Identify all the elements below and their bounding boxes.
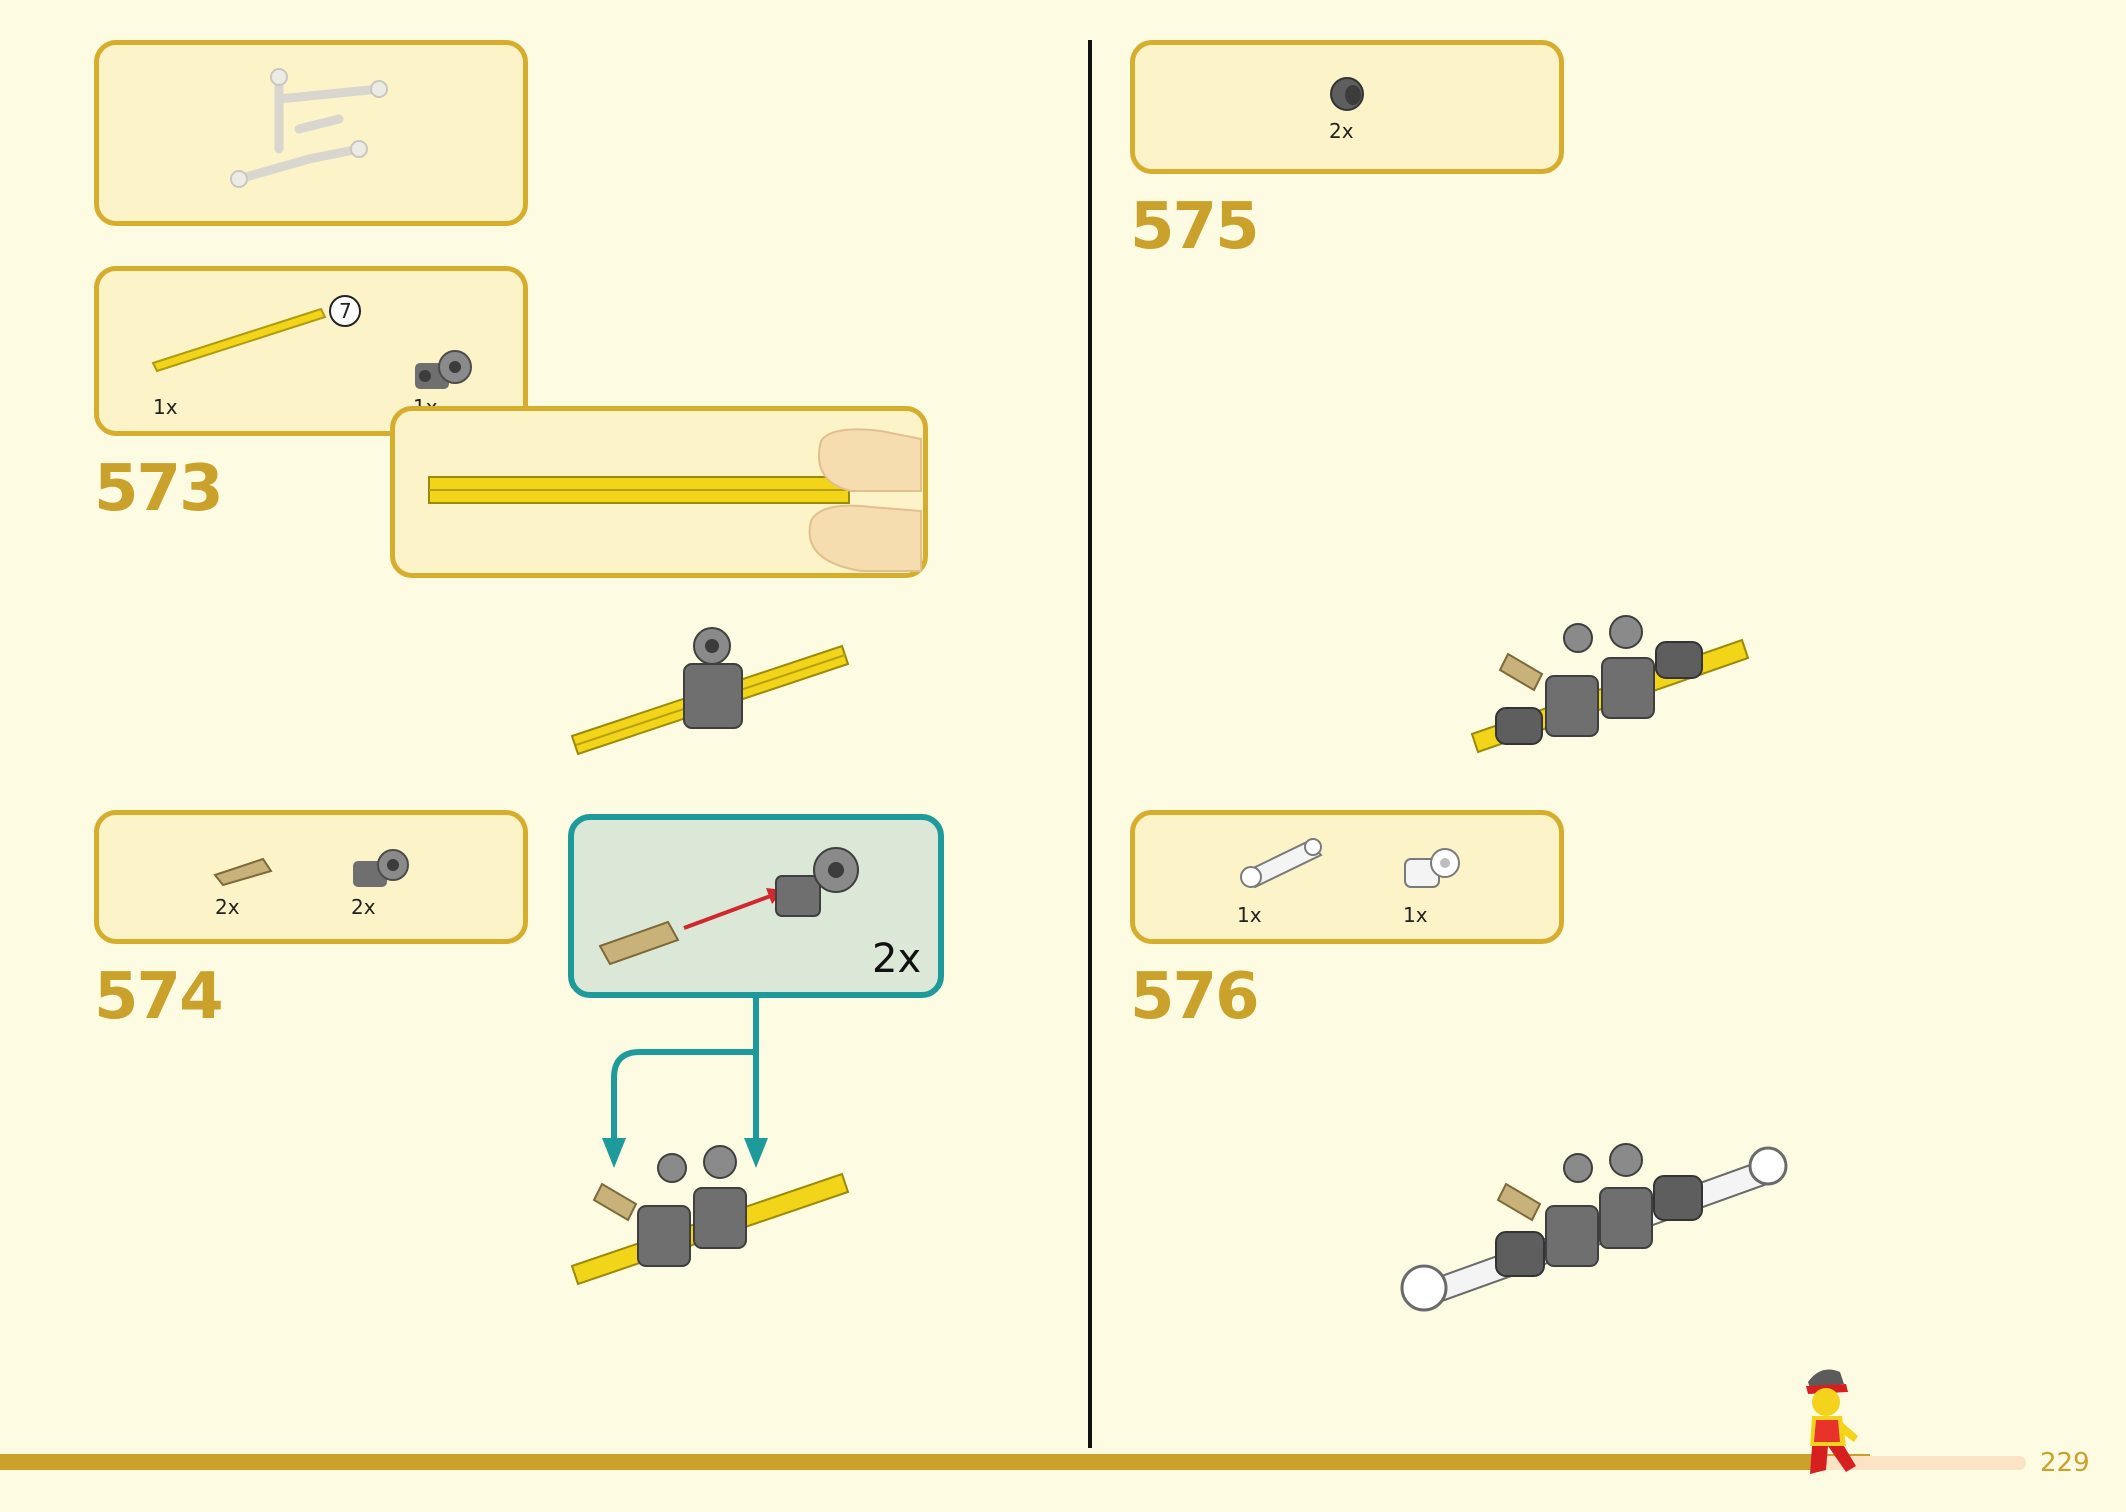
bush-part-image <box>1330 77 1364 111</box>
axle-insert-detail <box>390 406 928 578</box>
parts-list-575: 2x <box>1130 40 1564 174</box>
step-number-575: 575 <box>1130 190 1260 264</box>
axle-length-label: 7 <box>339 299 352 323</box>
parts-list-576: 1x 1x <box>1130 810 1564 944</box>
axle-qty: 1x <box>153 395 178 419</box>
assembly-575-image <box>1470 615 1750 754</box>
axle-length-circle <box>329 295 361 327</box>
previous-model-ghost-image <box>230 68 388 188</box>
finger-hand-image <box>808 428 922 572</box>
footer-bar <box>0 1454 1870 1470</box>
beam-part-image <box>1240 838 1323 889</box>
minifig-runner-icon <box>1806 1369 1858 1474</box>
assembly-573-image <box>570 627 850 756</box>
parts-list-574: 2x 2x <box>94 810 528 944</box>
page-number: 229 <box>2040 1448 2090 1478</box>
callout-qty: 2x <box>872 936 922 982</box>
callout-arrows <box>602 996 768 1168</box>
connector-part-image-574 <box>353 849 409 887</box>
step-number-576: 576 <box>1130 960 1260 1034</box>
progress-bar <box>1820 1456 2026 1470</box>
sub-assembly-callout: 2x <box>568 814 944 998</box>
previous-model-box <box>94 40 528 226</box>
white-connector-qty: 1x <box>1403 903 1428 927</box>
page-divider <box>1088 40 1092 1448</box>
step-number-573: 573 <box>94 452 224 526</box>
callout-build-image <box>598 847 859 966</box>
connector-part-image <box>415 350 472 389</box>
axle-part-image <box>151 307 327 373</box>
bush-qty: 2x <box>1329 119 1354 143</box>
assembly-574-image <box>570 1145 850 1286</box>
step-number-574: 574 <box>94 960 224 1034</box>
white-connector-part-image <box>1404 848 1460 888</box>
pin-qty: 2x <box>215 895 240 919</box>
assembly-576-image <box>1400 1143 1788 1312</box>
pin-part-image <box>213 857 273 887</box>
connector-qty-574: 2x <box>351 895 376 919</box>
beam-qty: 1x <box>1237 903 1262 927</box>
